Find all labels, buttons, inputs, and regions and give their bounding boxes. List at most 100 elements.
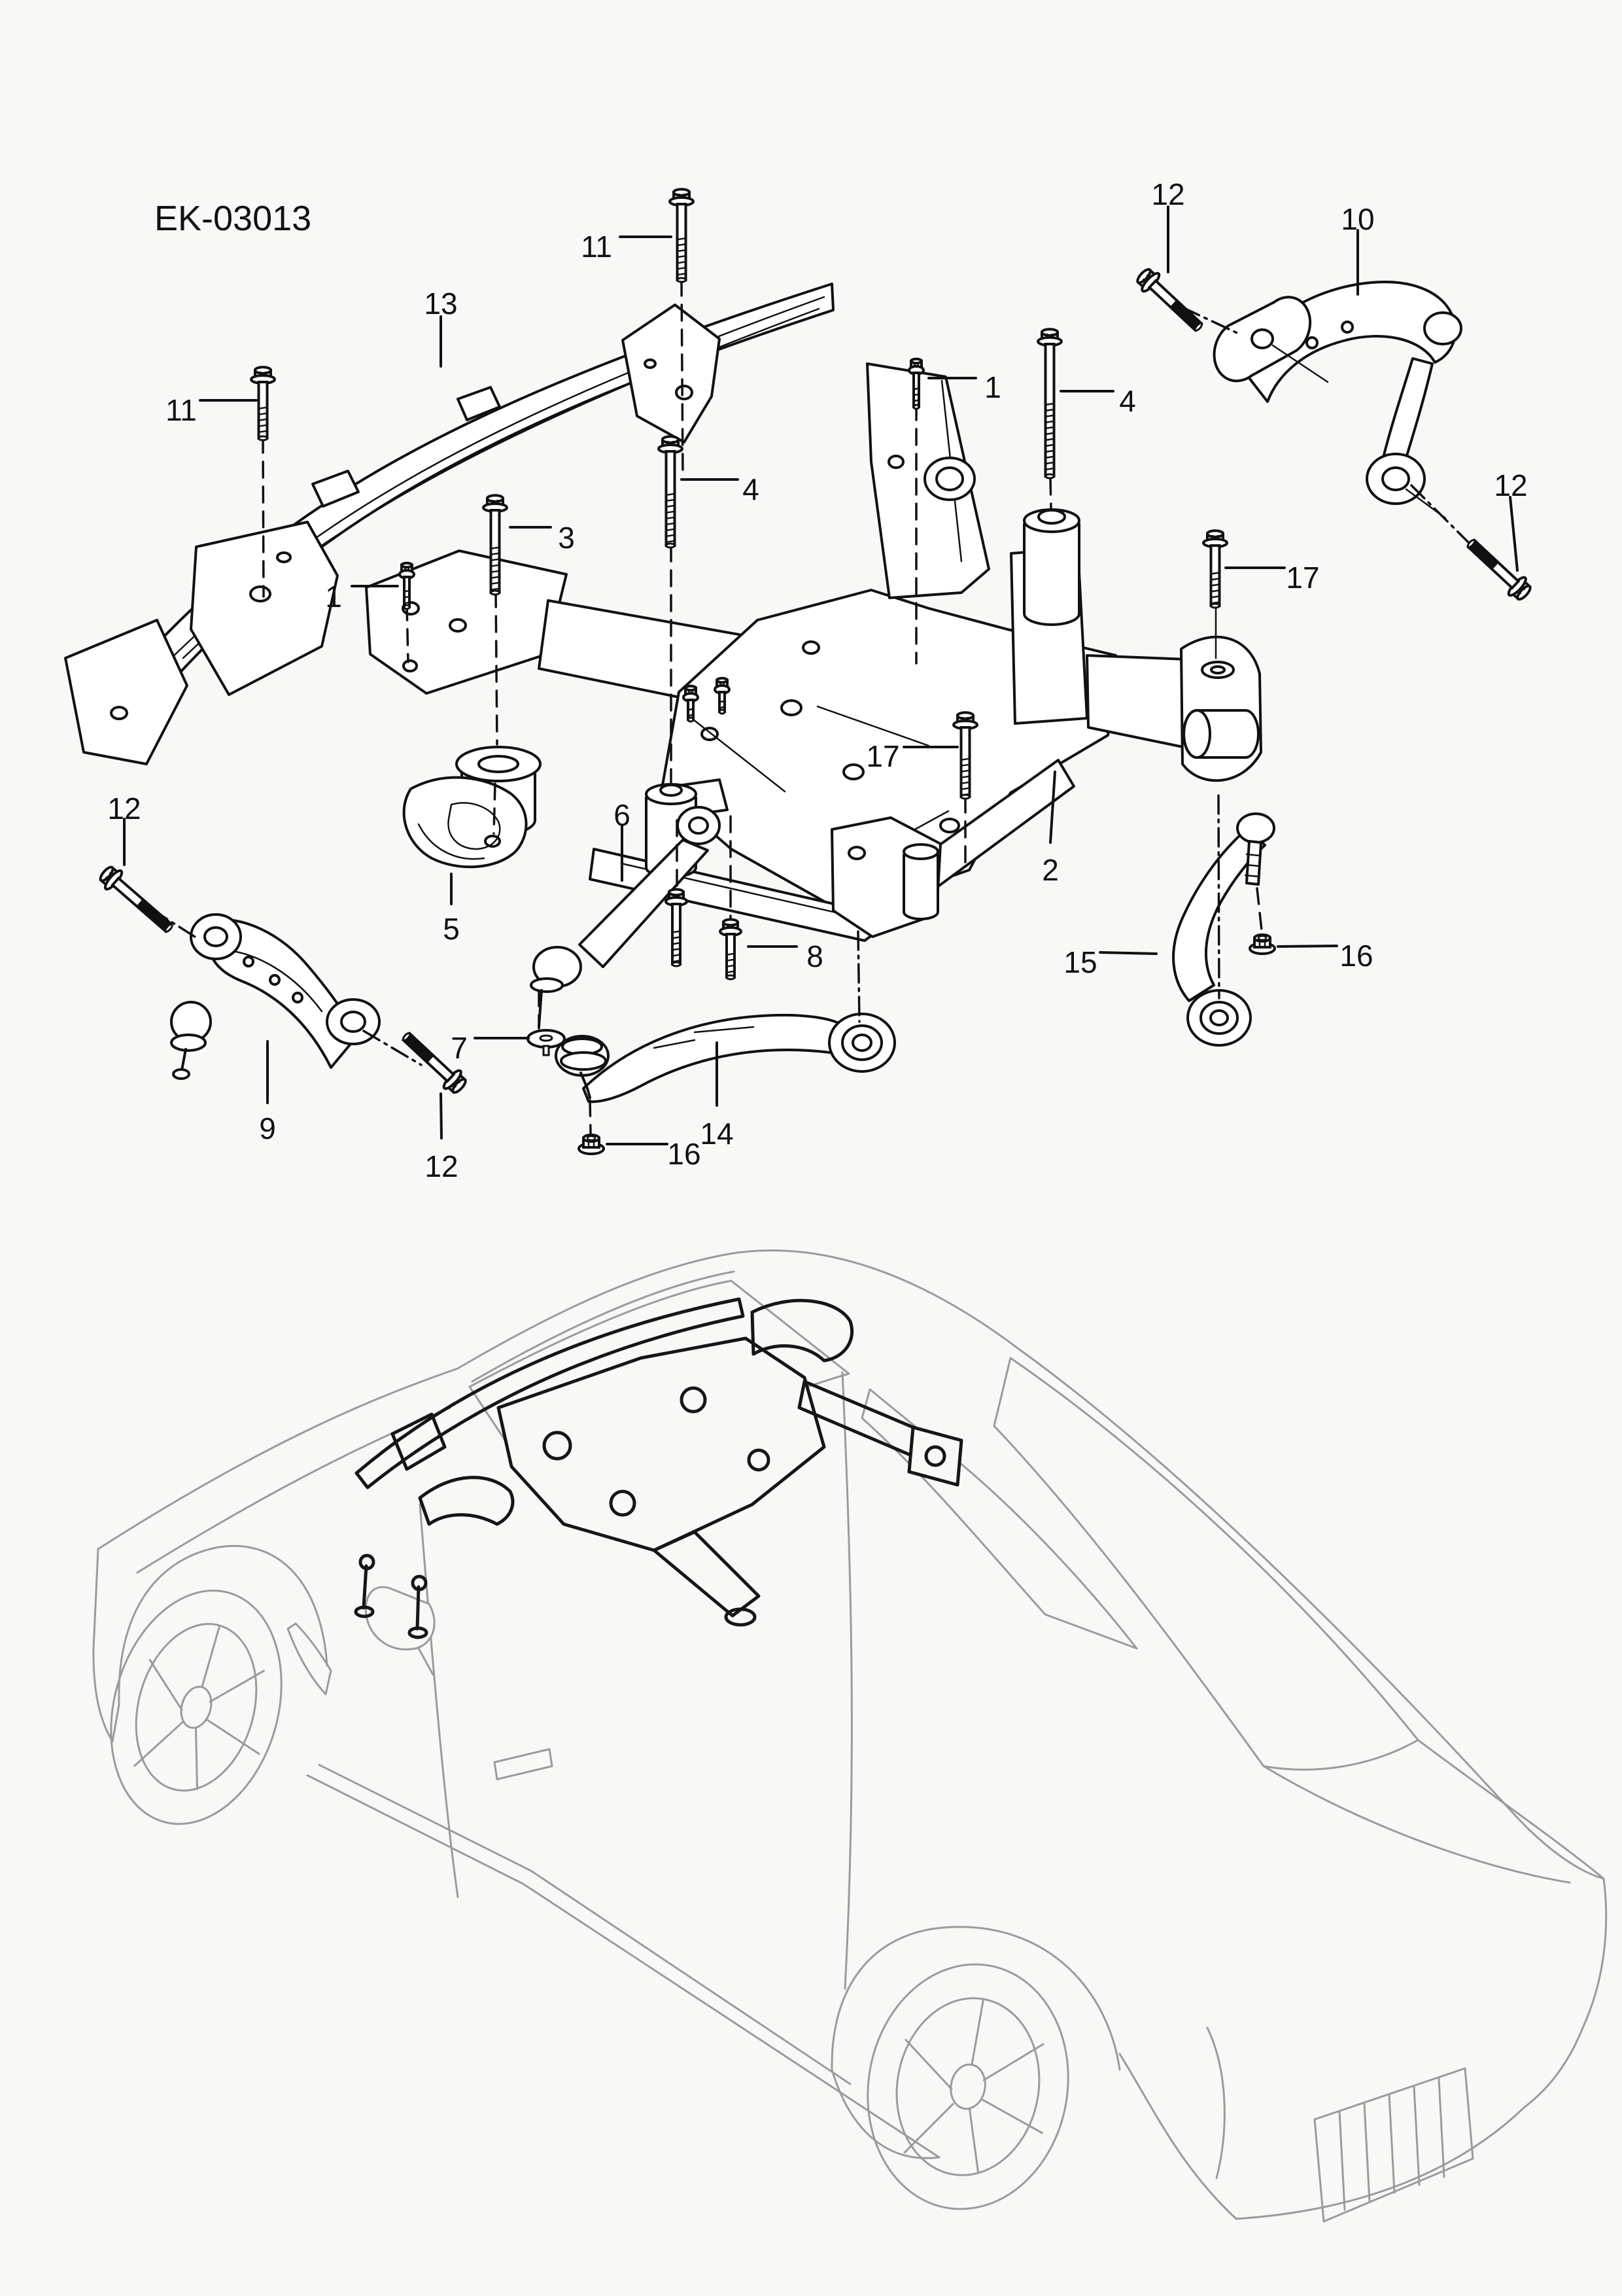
subframe-bushing-4-cylinder [1023, 523, 1080, 626]
part-14-bushing [828, 1013, 896, 1073]
part-10-upper-arm-right [1213, 281, 1462, 519]
car-rear-lower [1118, 2053, 1237, 2220]
car-c-pillar [1417, 1739, 1605, 1880]
callout-label: 5 [443, 912, 460, 946]
car-bumper-crease [1206, 2026, 1226, 2180]
callout-label: 12 [424, 1149, 458, 1183]
axis-line-18 [1256, 887, 1263, 931]
car-front-arch [118, 1544, 328, 1706]
overlay-stud-boot-1 [354, 1605, 375, 1618]
car-door-cut-front [419, 1503, 459, 1898]
callout-label: 12 [1151, 177, 1184, 211]
callout-12-23: 12 [424, 1092, 458, 1183]
callout-leader [1277, 945, 1338, 948]
callout-label: 12 [107, 791, 141, 826]
axis-line-4 [494, 590, 498, 746]
callout-label: 16 [1339, 939, 1373, 973]
callout-label: 10 [1341, 202, 1374, 236]
overlay-ball-2 [411, 1574, 428, 1592]
callout-12-7: 12 [1494, 468, 1528, 572]
fastener-bolt-1-left [398, 561, 415, 610]
part-14-lower-arm [555, 1013, 896, 1104]
fastener-bolt-1-right [908, 357, 925, 410]
car-door-handle [493, 1748, 553, 1781]
figure-code: EK-03013 [154, 199, 311, 238]
callout-1-11: 1 [325, 580, 399, 614]
callout-12-1: 12 [1151, 177, 1185, 273]
part-5-bracket [402, 776, 528, 869]
callout-label: 16 [667, 1137, 700, 1171]
overlay-hanging-studs [362, 1564, 421, 1631]
part-15-stud [1245, 840, 1262, 886]
overlay-bushing-1 [542, 1431, 572, 1461]
overlay-bushing-4 [609, 1489, 636, 1517]
overlay-upper-arm-right [750, 1298, 854, 1363]
subframe-hex-bushing [923, 457, 976, 501]
part-15-lower-arm-right [1172, 812, 1275, 1047]
callout-14-21: 14 [700, 1041, 734, 1151]
callout-label: 14 [700, 1117, 733, 1151]
fastener-bolt-12-topright [1136, 268, 1203, 332]
fastener-bolt-3 [482, 494, 508, 596]
callout-13-3: 13 [424, 287, 458, 368]
fastener-washer-7 [526, 1029, 566, 1056]
axis-line-11 [1181, 306, 1243, 336]
car-outline-illustration [92, 1249, 1608, 2223]
fastener-bolt-11-right [668, 188, 695, 283]
car-side-vent [286, 1622, 332, 1696]
fastener-bolt-17-right [1202, 529, 1228, 609]
car-a-pillar-inner [471, 1270, 735, 1383]
callout-16-24: 16 [606, 1137, 701, 1171]
fastener-nut-16-left [578, 1134, 605, 1155]
car-quarter-window [861, 1388, 1138, 1650]
car-rear-glass [993, 1357, 1419, 1771]
part-15-rod-end [1236, 812, 1275, 844]
axis-line-14 [362, 1030, 423, 1066]
overlay-bracket [390, 1412, 447, 1471]
callout-label: 17 [866, 739, 899, 773]
overlay-bushing-3 [747, 1448, 770, 1472]
car-front-bumper [92, 1548, 120, 1743]
callout-16-19: 16 [1277, 939, 1373, 973]
part-9-upper-arm-left [170, 913, 381, 1080]
car-hood-inner-line [136, 1406, 451, 1574]
callout-17-10: 17 [1224, 561, 1320, 595]
car-tail-panel [1235, 1877, 1608, 2220]
callout-leader [1509, 496, 1519, 572]
callout-4-9: 4 [680, 472, 759, 506]
callout-1-4: 1 [927, 370, 1001, 404]
callout-label: 11 [581, 230, 612, 264]
callout-2-13: 2 [1042, 771, 1059, 887]
car-rocker-line-2 [318, 1764, 852, 2085]
fastener-stud-deck-a [682, 684, 699, 723]
callout-17-12: 17 [866, 739, 959, 773]
car-diffuser-slats [1338, 2078, 1445, 2211]
car-rear-wheel [867, 1963, 1069, 2210]
overlay-bushing-2 [680, 1386, 707, 1414]
fastener-stud-deck-b [714, 676, 731, 715]
car-diffuser [1313, 2067, 1474, 2223]
installed-assembly-overlay [354, 1297, 963, 1639]
callout-leader [1099, 951, 1158, 955]
callout-label: 4 [742, 472, 759, 506]
part-10-bushing-front [1213, 296, 1312, 383]
car-mirror [364, 1586, 436, 1650]
fastener-bolt-12-bottom [401, 1032, 467, 1094]
callout-label: 2 [1042, 853, 1059, 887]
overlay-corner-bushing [924, 1445, 946, 1467]
subframe-bushing-3 [455, 746, 542, 782]
axis-line-9 [1217, 794, 1220, 1000]
callout-label: 12 [1494, 468, 1527, 502]
callout-11-6: 11 [165, 393, 258, 427]
callout-7-20: 7 [451, 1031, 530, 1065]
fastener-bolt-4-right [1037, 328, 1063, 479]
callout-leader [1049, 771, 1056, 844]
overlay-upper-arm-left [418, 1476, 515, 1526]
part-6-bushing [676, 806, 721, 845]
part-13-clip-b [457, 386, 501, 421]
overlay-lower-arm [652, 1530, 761, 1618]
overlay-crossmember [354, 1297, 745, 1489]
axis-line-7 [1049, 478, 1052, 510]
